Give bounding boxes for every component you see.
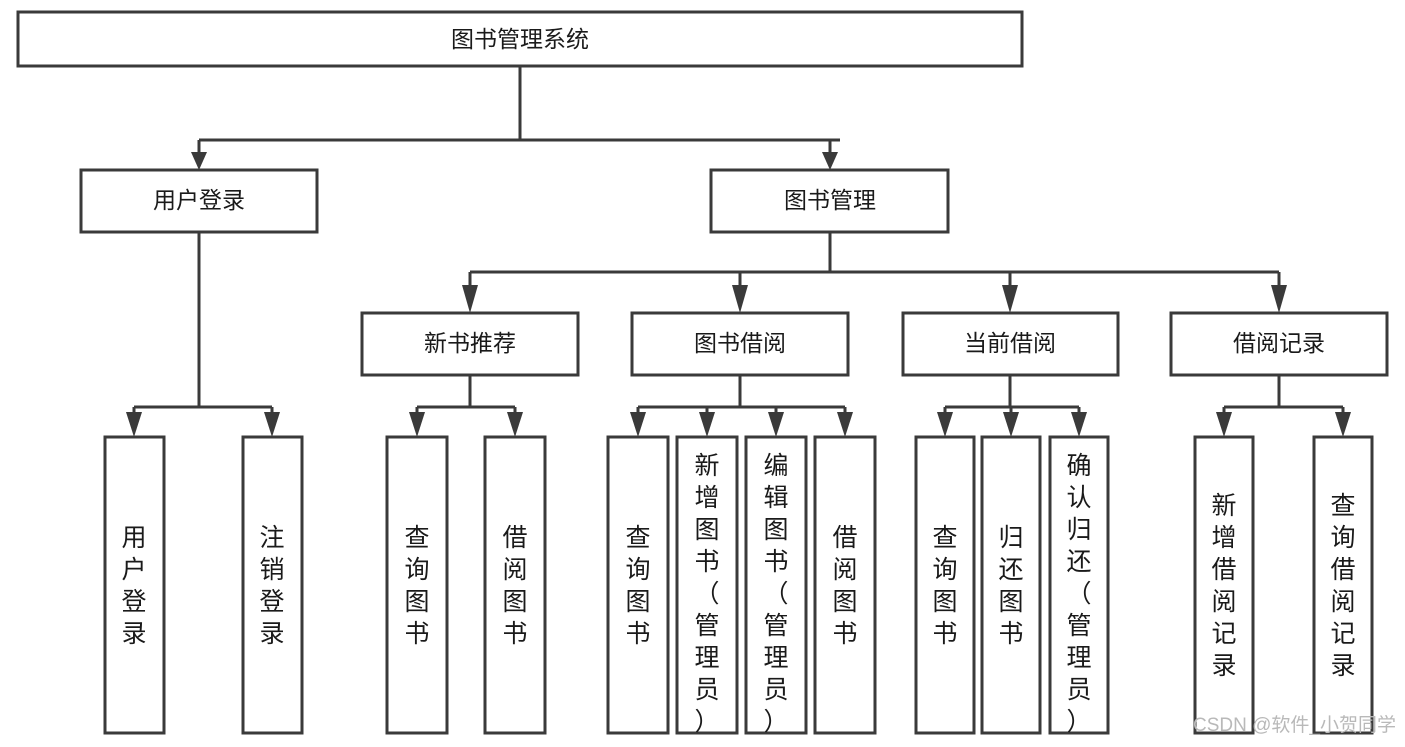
node-leaf-query-book-1-label: 查询图书 bbox=[404, 524, 429, 648]
node-current-borrow[interactable]: 当前借阅 bbox=[901, 311, 1120, 377]
node-leaf-user-login-box[interactable] bbox=[103, 435, 166, 735]
node-root[interactable]: 图书管理系统 bbox=[16, 10, 1024, 68]
node-book-borrow-box[interactable] bbox=[630, 311, 850, 377]
node-leaf-edit-book-box[interactable] bbox=[744, 435, 808, 735]
arrow-to-leaf-add-record bbox=[1216, 412, 1232, 437]
node-leaf-edit-book[interactable]: 编辑图书（管理员） bbox=[744, 435, 808, 736]
node-leaf-logout-login-label: 注销登录 bbox=[259, 524, 284, 648]
node-leaf-query-record[interactable]: 查询借阅记录 bbox=[1312, 435, 1374, 735]
arrow-to-leaf-borrow-book-2 bbox=[837, 412, 853, 437]
arrow-to-borrow-record bbox=[1271, 285, 1287, 313]
node-leaf-query-book-3-label: 查询图书 bbox=[932, 524, 957, 648]
node-leaf-logout-login[interactable]: 注销登录 bbox=[241, 435, 304, 735]
node-leaf-edit-book-label: 编辑图书（管理员） bbox=[763, 452, 788, 736]
node-leaf-borrow-book-2-label: 借阅图书 bbox=[832, 524, 857, 648]
node-leaf-add-book-box[interactable] bbox=[675, 435, 739, 735]
node-leaf-query-book-2[interactable]: 查询图书 bbox=[606, 435, 670, 735]
node-new-book-recommend[interactable]: 新书推荐 bbox=[360, 311, 580, 377]
node-current-borrow-label: 当前借阅 bbox=[964, 330, 1056, 356]
node-leaf-confirm-return-label: 确认归还（管理员） bbox=[1066, 452, 1091, 736]
node-borrow-record-label: 借阅记录 bbox=[1233, 330, 1325, 356]
node-leaf-borrow-book-1[interactable]: 借阅图书 bbox=[483, 435, 547, 735]
arrow-to-book-borrow bbox=[732, 285, 748, 313]
node-leaf-borrow-book-1-label: 借阅图书 bbox=[502, 524, 527, 648]
node-user-login[interactable]: 用户登录 bbox=[79, 168, 319, 234]
node-leaf-user-login[interactable]: 用户登录 bbox=[103, 435, 166, 735]
node-leaf-query-book-3[interactable]: 查询图书 bbox=[914, 435, 976, 735]
node-current-borrow-box[interactable] bbox=[901, 311, 1120, 377]
arrow-to-leaf-borrow-book-1 bbox=[507, 412, 523, 437]
arrow-to-new-book-recommend bbox=[462, 285, 478, 313]
node-leaf-query-book-3-box[interactable] bbox=[914, 435, 976, 735]
node-borrow-record[interactable]: 借阅记录 bbox=[1169, 311, 1389, 377]
csdn-watermark: CSDN @软件_小贺同学 bbox=[1193, 714, 1396, 736]
node-leaf-borrow-book-2[interactable]: 借阅图书 bbox=[813, 435, 877, 735]
node-book-manage-box[interactable] bbox=[709, 168, 950, 234]
node-leaf-query-book-1[interactable]: 查询图书 bbox=[385, 435, 449, 735]
node-user-login-label: 用户登录 bbox=[153, 187, 245, 213]
node-leaf-query-book-2-label: 查询图书 bbox=[625, 524, 650, 648]
arrow-to-leaf-query-record bbox=[1335, 412, 1351, 437]
node-leaf-borrow-book-2-box[interactable] bbox=[813, 435, 877, 735]
arrow-to-leaf-return-book bbox=[1003, 412, 1019, 437]
node-leaf-confirm-return-box[interactable] bbox=[1048, 435, 1110, 735]
node-book-borrow-label: 图书借阅 bbox=[694, 330, 786, 356]
node-leaf-confirm-return[interactable]: 确认归还（管理员） bbox=[1048, 435, 1110, 736]
node-new-book-recommend-box[interactable] bbox=[360, 311, 580, 377]
node-leaf-add-book[interactable]: 新增图书（管理员） bbox=[675, 435, 739, 736]
node-leaf-query-record-box[interactable] bbox=[1312, 435, 1374, 735]
node-leaf-return-book[interactable]: 归还图书 bbox=[980, 435, 1042, 735]
node-leaf-return-book-label: 归还图书 bbox=[998, 524, 1023, 648]
connector-layer bbox=[126, 66, 1351, 437]
node-borrow-record-box[interactable] bbox=[1169, 311, 1389, 377]
node-leaf-add-record-label: 新增借阅记录 bbox=[1211, 492, 1236, 680]
arrow-to-leaf-add-book bbox=[699, 412, 715, 437]
node-leaf-add-record[interactable]: 新增借阅记录 bbox=[1193, 435, 1255, 735]
node-leaf-add-record-box[interactable] bbox=[1193, 435, 1255, 735]
node-root-box[interactable] bbox=[16, 10, 1024, 68]
node-book-manage[interactable]: 图书管理 bbox=[709, 168, 950, 234]
node-book-manage-label: 图书管理 bbox=[784, 187, 876, 213]
node-leaf-borrow-book-1-box[interactable] bbox=[483, 435, 547, 735]
node-user-login-box[interactable] bbox=[79, 168, 319, 234]
arrow-to-leaf-logout-login bbox=[264, 412, 280, 437]
arrow-to-leaf-query-book-1 bbox=[409, 412, 425, 437]
arrow-to-leaf-user-login bbox=[126, 412, 142, 437]
node-leaf-add-book-label: 新增图书（管理员） bbox=[694, 452, 719, 736]
node-leaf-return-book-box[interactable] bbox=[980, 435, 1042, 735]
arrow-to-book-manage bbox=[822, 152, 838, 170]
node-leaf-query-record-label: 查询借阅记录 bbox=[1330, 492, 1355, 680]
node-leaf-user-login-label: 用户登录 bbox=[121, 524, 146, 648]
arrow-to-current-borrow bbox=[1002, 285, 1018, 313]
node-new-book-recommend-label: 新书推荐 bbox=[424, 330, 516, 356]
node-leaf-query-book-2-box[interactable] bbox=[606, 435, 670, 735]
node-leaf-query-book-1-box[interactable] bbox=[385, 435, 449, 735]
arrow-to-leaf-confirm-return bbox=[1071, 412, 1087, 437]
node-book-borrow[interactable]: 图书借阅 bbox=[630, 311, 850, 377]
arrow-to-user-login bbox=[191, 152, 207, 170]
arrow-to-leaf-query-book-2 bbox=[630, 412, 646, 437]
node-leaf-logout-login-box[interactable] bbox=[241, 435, 304, 735]
node-root-label: 图书管理系统 bbox=[451, 26, 589, 52]
arrow-to-leaf-edit-book bbox=[768, 412, 784, 437]
arrow-to-leaf-query-book-3 bbox=[937, 412, 953, 437]
